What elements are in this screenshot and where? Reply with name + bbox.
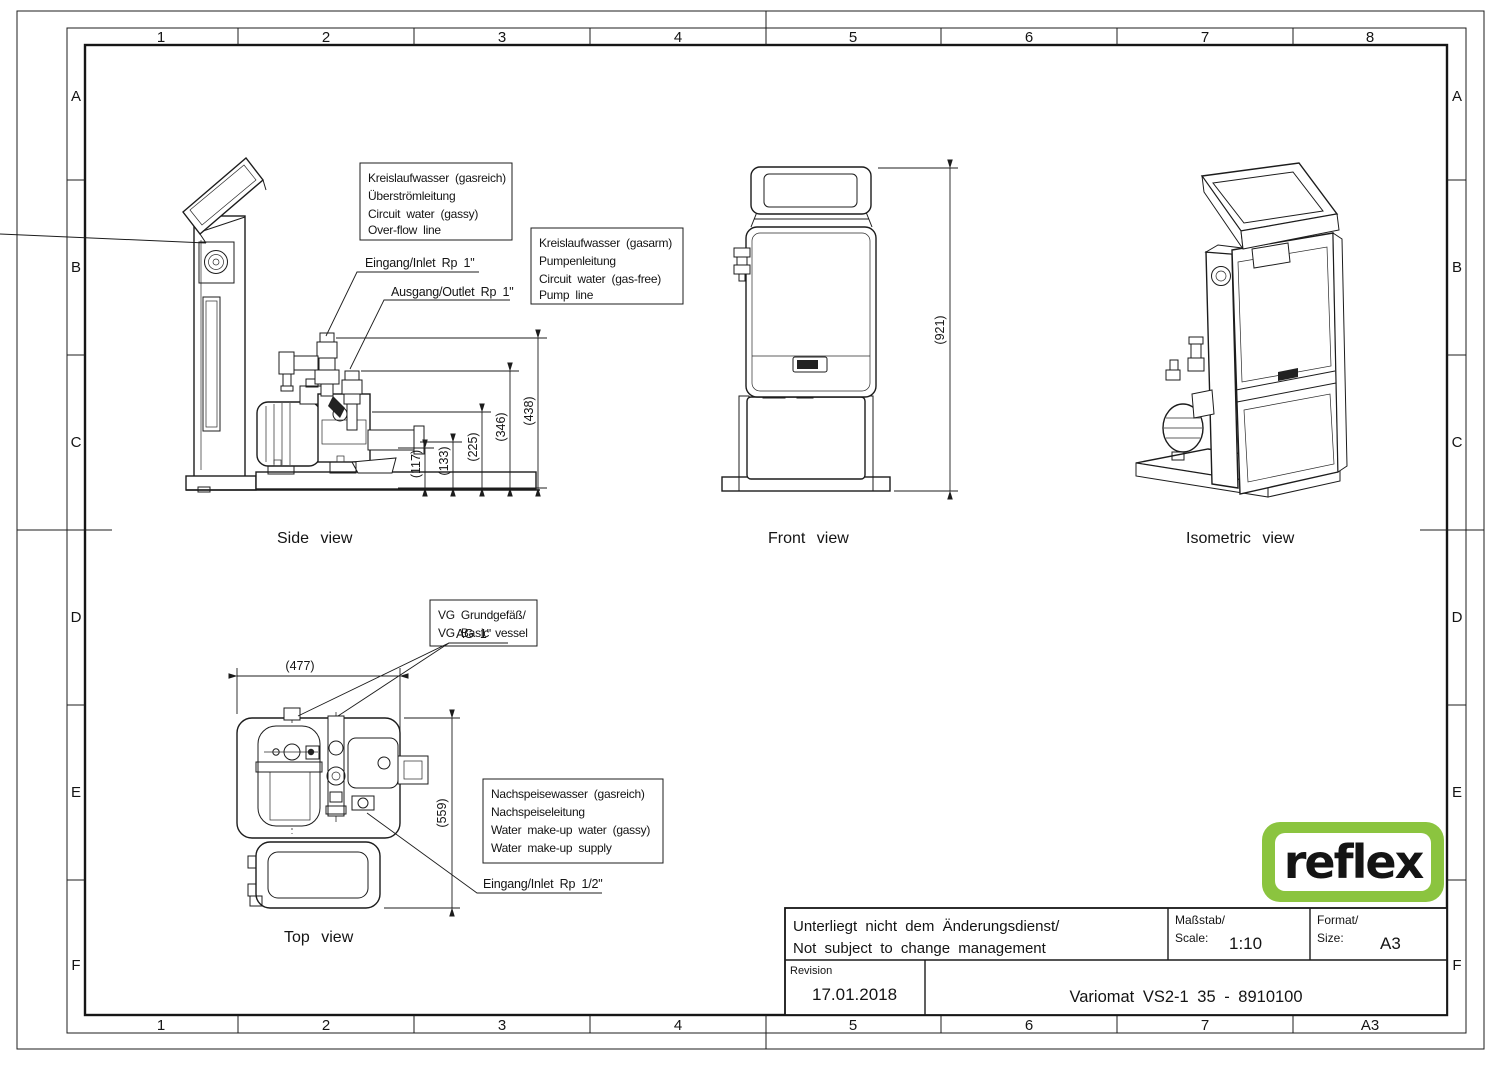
drawing-title: Variomat VS2-1 35 - 8910100 [1069, 988, 1302, 1006]
callout-line: Water make-up supply [491, 841, 612, 855]
side-view-dimensions: (117) (133) (225) (346) (438) [336, 329, 547, 497]
grid-row-label: F [71, 957, 80, 974]
isometric-view: Isometric view [1135, 162, 1348, 547]
callout-line: Kreislaufwasser (gasarm) [539, 236, 672, 250]
scale-value: 1:10 [1229, 934, 1262, 953]
ag-leader: AG 1'' [297, 627, 508, 717]
callout-line: Nachspeiseleitung [491, 805, 585, 819]
callout-line: Pumpenleitung [539, 254, 616, 268]
scale-label-en: Scale: [1175, 931, 1208, 945]
grid-col-label: 3 [498, 1017, 506, 1034]
grid-col-label: 4 [674, 1017, 682, 1034]
side-view: (117) (133) (225) (346) (438) Kreislaufw… [0, 156, 684, 547]
pumpline-callout-box: Kreislaufwasser (gasarm) Pumpenleitung C… [530, 227, 684, 305]
front-view-drawing [721, 166, 891, 492]
ag-label: AG 1'' [456, 627, 491, 641]
dim-477: (477) [285, 659, 314, 673]
grid-row-label: D [71, 609, 82, 626]
grid-col-label: 3 [498, 29, 506, 46]
revision-label: Revision [790, 965, 832, 977]
format-label-en: Size: [1317, 931, 1344, 945]
grid-row-label: D [1452, 609, 1463, 626]
dim-438: (438) [522, 396, 536, 425]
dim-921: (921) [933, 315, 947, 344]
makeup-callout-box: Nachspeisewasser (gasreich) Nachspeisele… [482, 778, 664, 864]
grid-col-label: 4 [674, 29, 682, 46]
grid-col-label: 5 [849, 29, 857, 46]
reflex-logo: reflex [1262, 822, 1444, 902]
grid-col-label: 2 [322, 29, 330, 46]
callout-line: Kreislaufwasser (gasreich) [368, 171, 506, 185]
grid-row-label: B [1452, 259, 1462, 276]
callout-line: Nachspeisewasser (gasreich) [491, 787, 645, 801]
side-view-drawing [0, 156, 540, 493]
logo-wordmark: reflex [1284, 835, 1424, 889]
inlet-label: Eingang/Inlet Rp 1" [365, 256, 475, 270]
grid-col-label: A3 [1361, 1017, 1379, 1034]
grid-row-label: E [1452, 784, 1462, 801]
outlet-label: Ausgang/Outlet Rp 1" [391, 285, 513, 299]
sheet-frame: 1 2 3 4 5 6 7 8 1 2 3 4 5 6 7 A3 A B C D… [16, 10, 1485, 1050]
dim-117: (117) [409, 450, 423, 478]
front-view: (921) Front view [721, 159, 958, 547]
callout-line: VG Basic vessel [438, 626, 528, 640]
callout-line: Circuit water (gassy) [368, 207, 478, 221]
outlet-leader: Ausgang/Outlet Rp 1" [349, 285, 514, 370]
callout-line: VG Grundgefäß/ [438, 608, 526, 622]
revision-date: 17.01.2018 [812, 985, 897, 1004]
grid-row-label: A [1452, 88, 1462, 105]
top-view-label: Top view [284, 929, 354, 946]
grid-row-label: B [71, 259, 81, 276]
grid-col-label: 5 [849, 1017, 857, 1034]
logo-inner [1275, 833, 1431, 891]
dim-133: (133) [437, 446, 451, 475]
callout-line: Over-flow line [368, 223, 441, 237]
callout-line: Pump line [539, 288, 594, 302]
grid-col-label: 7 [1201, 1017, 1209, 1034]
format-value: A3 [1380, 934, 1401, 953]
callout-line: Circuit water (gas-free) [539, 272, 661, 286]
title-block: Unterliegt nicht dem Änderungsdienst/ No… [784, 907, 1448, 1016]
top-view-drawing [236, 707, 429, 909]
grid-col-label: 1 [157, 29, 165, 46]
front-view-label: Front view [768, 530, 849, 547]
top-view-dimensions: (477) (559) [228, 659, 460, 917]
callout-line: Water make-up water (gassy) [491, 823, 650, 837]
grid-col-label: 7 [1201, 29, 1209, 46]
overflow-callout-box: Kreislaufwasser (gasreich) Überströmleit… [359, 162, 513, 241]
dim-559: (559) [435, 798, 449, 827]
grid-row-label: C [71, 434, 82, 451]
scale-label-de: Maßstab/ [1175, 913, 1226, 927]
grid-col-label: 8 [1366, 29, 1374, 46]
grid-col-label: 6 [1025, 29, 1033, 46]
grid-row-label: A [71, 88, 81, 105]
grid-row-label: C [1452, 434, 1463, 451]
change-note-de: Unterliegt nicht dem Änderungsdienst/ [793, 918, 1060, 935]
grid-row-label: E [71, 784, 81, 801]
vessel-callout-box: VG Grundgefäß/ VG Basic vessel [429, 599, 538, 647]
grid-col-label: 2 [322, 1017, 330, 1034]
inlet-half-leader: Eingang/Inlet Rp 1/2" [366, 812, 603, 894]
callout-line: Überströmleitung [368, 189, 455, 203]
grid-row-label: F [1452, 957, 1461, 974]
inlet-leader: Eingang/Inlet Rp 1" [325, 256, 479, 337]
dim-346: (346) [494, 412, 508, 441]
change-note-en: Not subject to change management [793, 940, 1047, 957]
isometric-view-label: Isometric view [1186, 530, 1295, 547]
format-label-de: Format/ [1317, 913, 1359, 927]
top-view: (477) (559) AG 1'' VG Grundgefäß/ VG Bas… [228, 599, 664, 946]
front-view-dimension: (921) [878, 159, 958, 500]
grid-col-label: 1 [157, 1017, 165, 1034]
side-view-label: Side view [277, 530, 353, 547]
inlet-half-label: Eingang/Inlet Rp 1/2" [483, 877, 603, 891]
grid-col-label: 6 [1025, 1017, 1033, 1034]
isometric-view-drawing [1135, 162, 1348, 498]
dim-225: (225) [466, 432, 480, 461]
